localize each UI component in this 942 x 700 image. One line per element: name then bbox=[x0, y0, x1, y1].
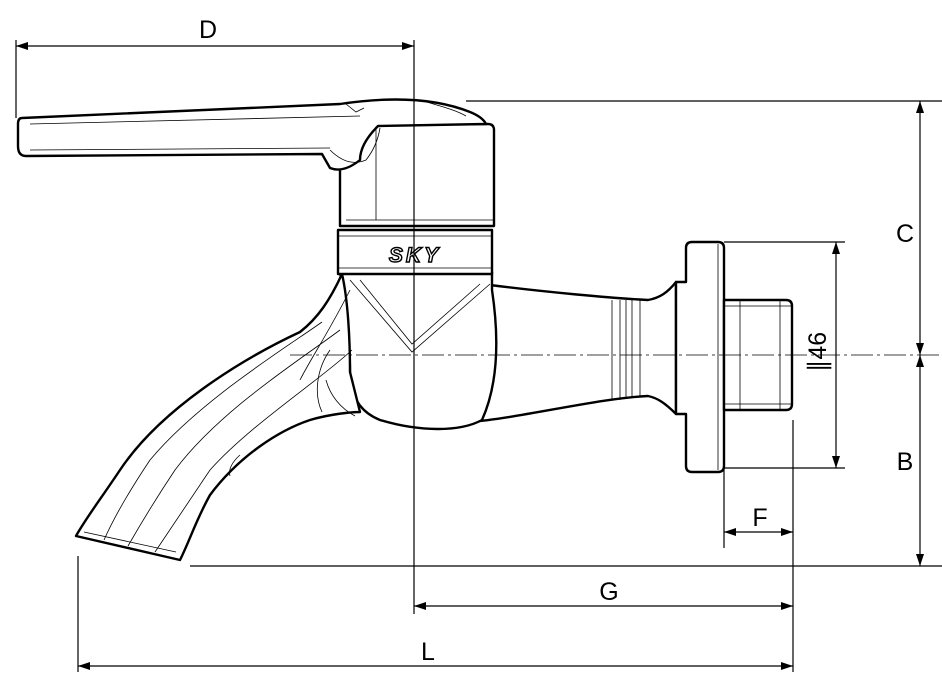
lever-handle bbox=[16, 98, 488, 171]
extension-lines bbox=[15, 40, 942, 672]
wall-flange bbox=[674, 240, 726, 474]
dimension-g-label: G bbox=[599, 578, 618, 606]
dimension-d-label: D bbox=[199, 16, 217, 44]
faucet-body: SKY bbox=[16, 98, 794, 562]
dimension-diameter: ∥46 bbox=[804, 242, 840, 468]
dimension-d: D bbox=[16, 16, 414, 50]
brand-collar bbox=[336, 228, 494, 276]
dimension-c: C bbox=[896, 101, 924, 355]
dimension-f: F bbox=[724, 504, 793, 536]
spout bbox=[74, 272, 362, 562]
dimension-f-label: F bbox=[752, 504, 767, 532]
dimension-b: B bbox=[897, 355, 924, 566]
dimension-l-label: L bbox=[421, 638, 435, 666]
brand-label: SKY bbox=[389, 244, 441, 267]
dimension-l: L bbox=[78, 638, 793, 670]
dimension-diameter-label: ∥46 bbox=[804, 332, 832, 372]
dimension-g: G bbox=[414, 578, 793, 610]
dimension-b-label: B bbox=[897, 448, 914, 476]
dimension-c-label: C bbox=[896, 220, 914, 248]
inlet-pipe bbox=[468, 280, 678, 424]
